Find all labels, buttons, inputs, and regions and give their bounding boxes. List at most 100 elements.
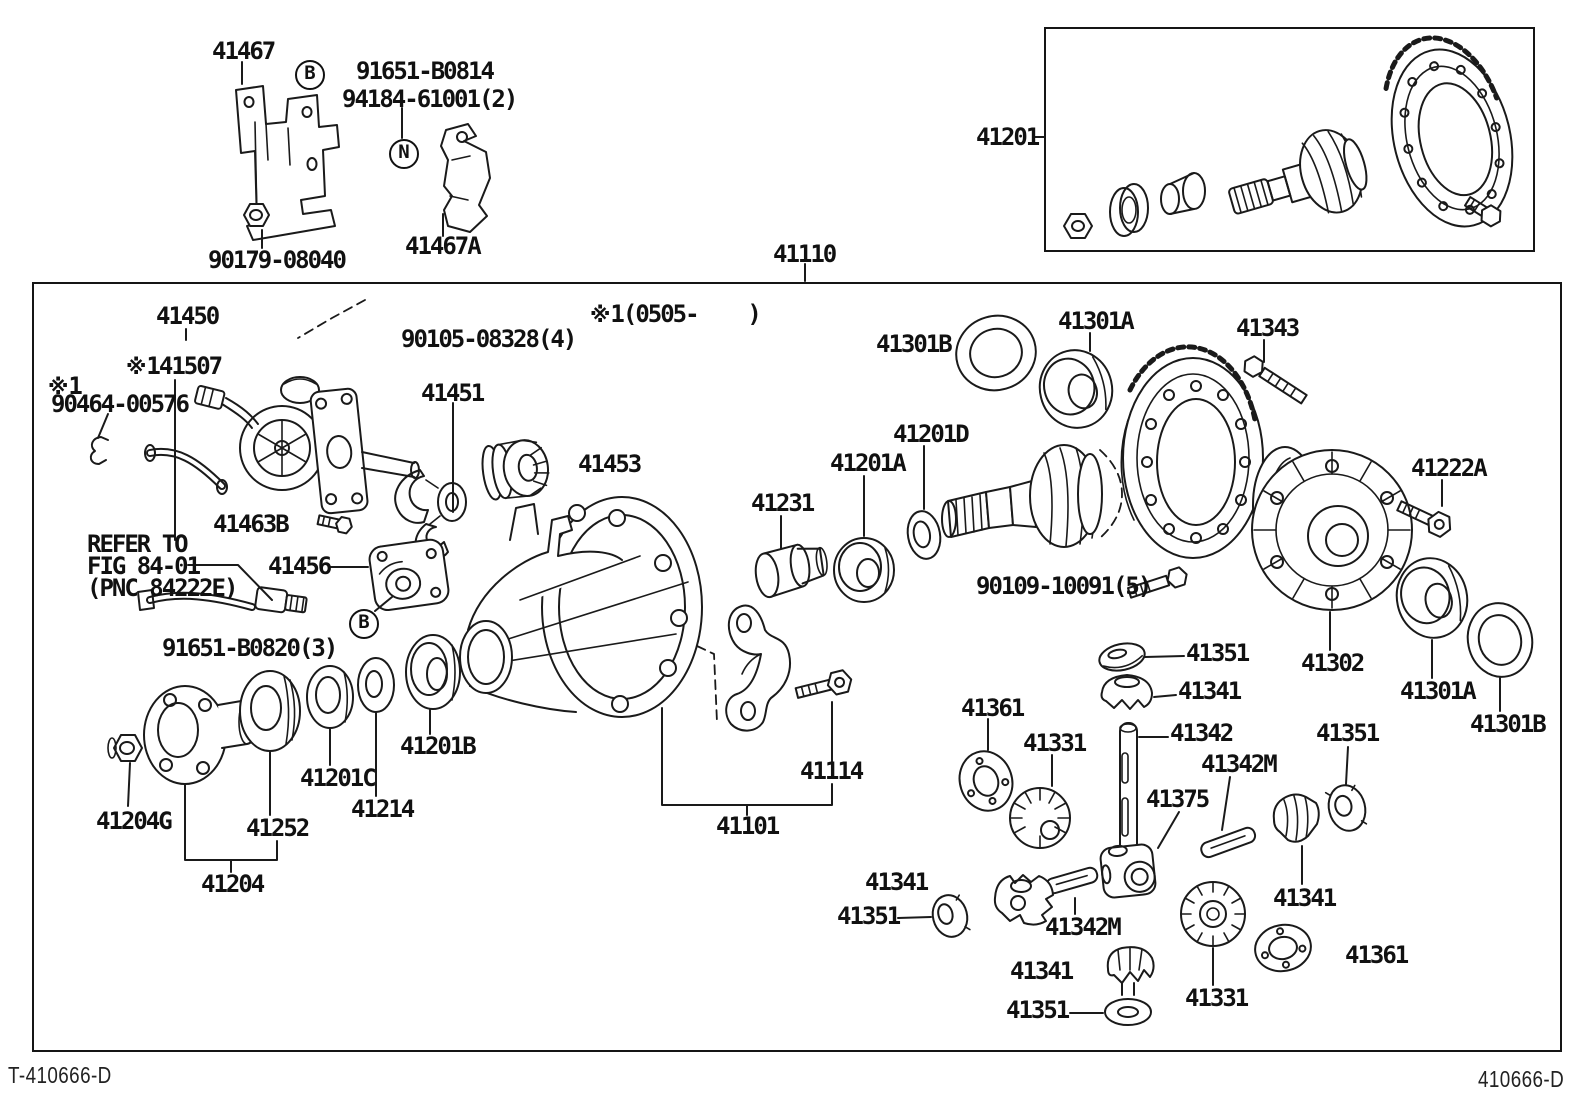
part-label-41201: 41201 (976, 123, 1040, 151)
part-drawing-41450-actuator (89, 376, 420, 515)
part-label-41361-left: 41361 (961, 694, 1025, 722)
part-drawing-41252-deflector (239, 670, 301, 752)
part-drawing-41361-thrust-washer-right (1254, 923, 1312, 973)
part-drawing-41101-bearing-cap (725, 604, 791, 732)
part-label-41301B-right: 41301B (1470, 710, 1547, 738)
part-label-41252: 41252 (246, 814, 310, 842)
part-label-41301B-top: 41301B (876, 330, 953, 358)
part-label-41341-bottom: 41341 (1010, 957, 1074, 985)
part-drawing-41231-spacer (754, 543, 828, 599)
part-drawing-41341-gear-right (1272, 793, 1320, 843)
part-label-41341-mid: 41341 (1178, 677, 1242, 705)
part-drawing-41341-side-gear-lower (993, 874, 1054, 926)
part-label-41331-left: 41331 (1023, 729, 1087, 757)
part-drawing-41110-housing (459, 496, 703, 718)
reference-mark: ※ (126, 355, 147, 379)
note-effectivity: ※1(0505- ) (590, 300, 762, 328)
part-drawing-41341-gear-bottom (1106, 946, 1155, 996)
part-label-41301A-top: 41301A (1058, 307, 1135, 335)
part-label-41463B: 41463B (213, 510, 290, 538)
note-refer-line2: FIG 84-01 (87, 552, 201, 580)
part-label-41331-bottom: 41331 (1185, 984, 1249, 1012)
part-drawing-41453-hub (481, 439, 550, 501)
note-effectivity-text: 1(0505- ) (610, 300, 761, 328)
part-drawing-drive-pinion (941, 444, 1123, 548)
part-label-41351-lower: 41351 (837, 902, 901, 930)
part-drawing-41214-washer (357, 657, 395, 713)
part-drawing-90179-nut (243, 203, 270, 227)
part-label-41301A-right: 41301A (1400, 677, 1477, 705)
part-label-91651-B0820: 91651-B0820(3) (162, 634, 338, 662)
part-drawing-90109-bolt (1127, 566, 1188, 599)
part-label-41341-far: 41341 (1273, 884, 1337, 912)
footnote-ref-1: ※1 (48, 372, 83, 400)
part-label-41222A: 41222A (1411, 454, 1488, 482)
part-drawing-41204G-nut (107, 734, 143, 762)
part-drawing-harness-hose (137, 586, 308, 614)
part-label-41375: 41375 (1146, 785, 1210, 813)
part-drawing-41301B-race-top (955, 314, 1037, 392)
part-drawing-41463B-screw (316, 514, 353, 535)
sheet-code-left: T-410666-D (8, 1062, 112, 1088)
part-label-41342M-right: 41342M (1201, 750, 1278, 778)
part-drawing-41201-final-drive-set (1063, 35, 1514, 239)
part-label-41110: 41110 (773, 240, 837, 268)
part-drawing-41201A-bearing (833, 537, 895, 603)
part-label-41467A: 41467A (405, 232, 482, 260)
part-drawing-41351-washer-mid (1098, 642, 1146, 672)
part-label-41351-bottom: 41351 (1006, 996, 1070, 1024)
part-label-41231: 41231 (751, 489, 815, 517)
part-label-41342M-bottom: 41342M (1045, 913, 1122, 941)
part-label-41201B: 41201B (400, 732, 477, 760)
part-drawing-41351-washer-lower (931, 894, 971, 938)
part-label-91651-B0814: 91651-B0814 (356, 57, 495, 85)
part-label-41101: 41101 (716, 812, 780, 840)
part-label-41467: 41467 (212, 37, 276, 65)
part-label-41507-text: 141507 (146, 352, 223, 380)
part-drawing-41331-pinion-bottom (1180, 881, 1246, 947)
part-drawing-41201D-washer (906, 510, 942, 560)
part-label-41204G: 41204G (96, 807, 173, 835)
circled-letter-b-1: B (295, 60, 325, 90)
part-drawing-41301A-bearing-top (1038, 349, 1114, 429)
part-drawing-41301B-race-right (1466, 602, 1534, 678)
footnote-ref-1-text: 1 (68, 372, 83, 400)
circled-letter-n: N (389, 139, 419, 169)
part-drawing-41375-spider (1099, 843, 1157, 899)
part-drawing-41302-diff-case (1251, 446, 1413, 611)
part-drawing-41351-washer-right (1324, 784, 1368, 832)
part-drawing-41343-bolt (1243, 355, 1308, 405)
part-drawing-41456 (368, 538, 450, 612)
part-drawing-41222A-bolt (1396, 500, 1452, 538)
note-refer-line1: REFER TO (87, 530, 189, 558)
part-label-41361-bottom: 41361 (1345, 941, 1409, 969)
part-label-41507: ※141507 (126, 352, 223, 380)
part-drawing-41342-pinion-shaft (1119, 722, 1138, 857)
part-label-90105-08328: 90105-08328(4) (401, 325, 577, 353)
leader-lines (97, 61, 1501, 1014)
part-label-41343: 41343 (1236, 314, 1300, 342)
part-label-41451: 41451 (421, 379, 485, 407)
part-drawing-41351-washer-bottom (1104, 998, 1152, 1026)
part-drawing-41331-pinion-left (1009, 787, 1071, 849)
reference-mark: ※ (590, 303, 611, 327)
part-label-41214: 41214 (351, 795, 415, 823)
part-drawing-41341-side-gear-mid (1100, 674, 1153, 710)
part-label-41201A: 41201A (830, 449, 907, 477)
part-label-41201C: 41201C (300, 764, 377, 792)
part-drawing-41114-bolt (794, 669, 853, 699)
circled-letter-b-2: B (349, 609, 379, 639)
part-label-94184-61001: 94184-61001(2) (342, 85, 518, 113)
part-drawing-41301A-bearing-right (1395, 557, 1469, 639)
part-drawing-41467A-bracket (440, 123, 491, 233)
part-label-41453: 41453 (578, 450, 642, 478)
part-drawing-41201B-bearing (405, 634, 461, 710)
part-drawing-41201C-seal (306, 665, 354, 729)
inset-frame-41201 (1044, 27, 1535, 252)
part-label-41302: 41302 (1301, 649, 1365, 677)
part-label-90179-08040: 90179-08040 (208, 246, 347, 274)
part-label-41450: 41450 (156, 302, 220, 330)
part-label-41341-lower: 41341 (865, 868, 929, 896)
